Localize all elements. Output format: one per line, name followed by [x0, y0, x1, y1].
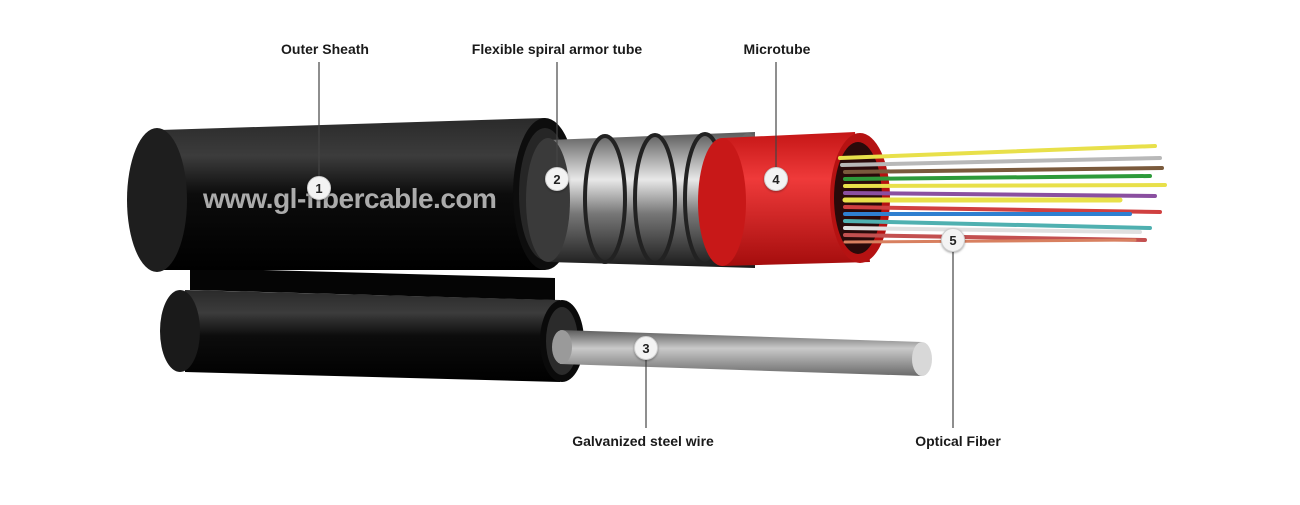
label-microtube: Microtube [743, 41, 811, 57]
marker-4: 4 [764, 167, 788, 191]
marker-5: 5 [941, 228, 965, 252]
label-optical-fiber: Optical Fiber [915, 433, 1001, 449]
sheath-web [190, 268, 555, 300]
marker-1: 1 [307, 176, 331, 200]
leader-lines [318, 62, 954, 428]
steel-wire [552, 330, 932, 376]
label-outer-sheath: Outer Sheath [281, 41, 369, 57]
messenger-sheath [160, 290, 584, 382]
marker-3: 3 [634, 336, 658, 360]
optical-fibers [838, 144, 1167, 244]
marker-2: 2 [545, 167, 569, 191]
label-steel-wire: Galvanized steel wire [572, 433, 714, 449]
label-armor-tube: Flexible spiral armor tube [471, 41, 643, 57]
watermark-text: www.gl-fibercable.com [203, 183, 497, 214]
